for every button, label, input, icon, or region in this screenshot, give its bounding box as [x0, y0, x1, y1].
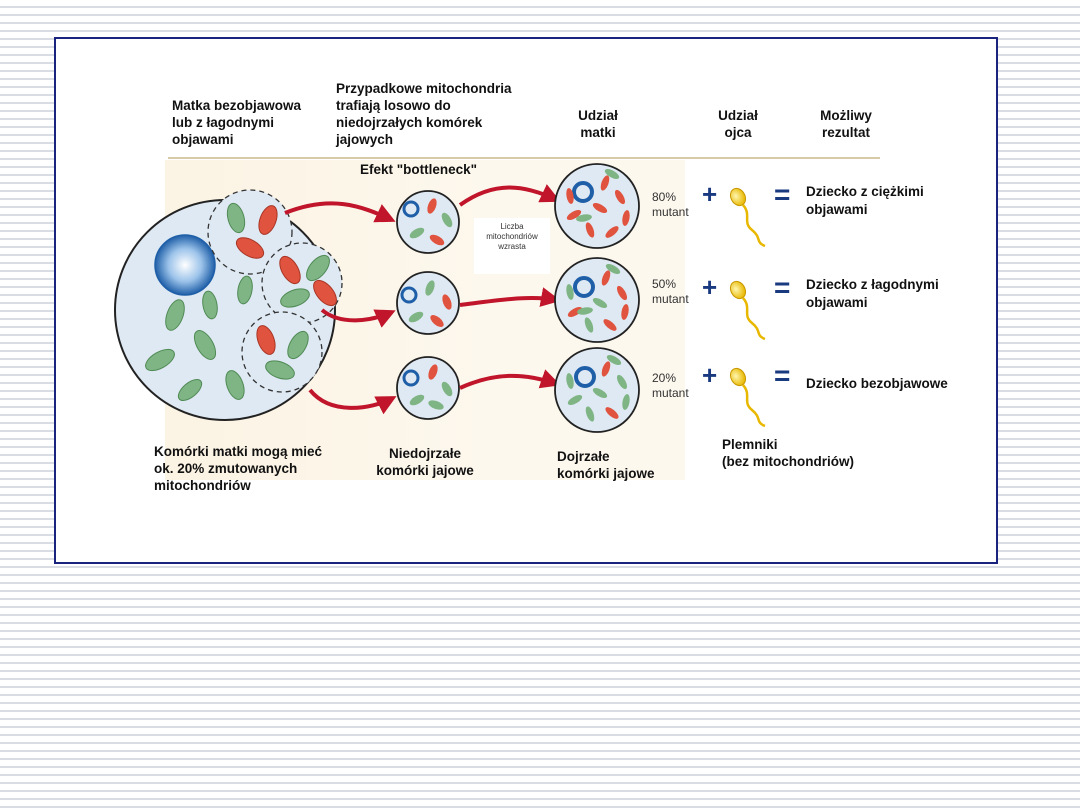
arrow-to-mature-1 [458, 184, 561, 207]
percent-row-1: 80% mutant [652, 190, 689, 219]
sperm-icon-3 [729, 367, 766, 428]
bottleneck-label: Efekt "bottleneck" [360, 162, 478, 177]
immature-egg-2 [396, 271, 460, 335]
footer-immature-eggs: Niedojrzałe komórki jajowe [376, 446, 474, 478]
header-random-mitochondria: Przypadkowe mitochondria trafiają losowo… [336, 81, 512, 147]
header-possible-result: Możliwy rezultat [820, 108, 872, 140]
immature-egg-1 [396, 190, 460, 254]
arrow-to-egg-1 [284, 201, 396, 223]
sperm-icon-2 [729, 280, 766, 341]
result-row-2: Dziecko z łagodnymi objawami [806, 277, 939, 310]
arrow-to-egg-3 [308, 388, 397, 415]
result-row-1: Dziecko z ciężkimi objawami [806, 184, 924, 217]
arrow-to-egg-2 [320, 308, 396, 328]
mature-egg-2 [554, 257, 640, 343]
equals-icon-1: = [774, 179, 791, 210]
count-note-box [474, 218, 550, 274]
header-mother: Matka bezobjawowa lub z łagodnymi objawa… [172, 98, 302, 147]
plus-icon-3: + [702, 360, 718, 390]
percent-row-2: 50% mutant [652, 277, 689, 306]
equals-icon-3: = [774, 360, 791, 391]
footer-sperm: Plemniki (bez mitochondriów) [722, 437, 854, 469]
mother-nucleus [154, 234, 216, 296]
mature-egg-3 [554, 347, 640, 433]
percent-row-3: 20% mutant [652, 371, 689, 400]
plus-icon-2: + [702, 272, 718, 302]
immature-egg-3 [396, 356, 460, 420]
mitochondria-count-note: Liczba mitochondriów wzrasta [486, 222, 538, 251]
result-row-3: Dziecko bezobjawowe [806, 376, 948, 391]
arrow-to-mature-3 [459, 369, 561, 390]
footer-mature-eggs: Dojrzałe komórki jajowe [557, 449, 655, 481]
arrow-to-mature-2 [459, 287, 561, 307]
plus-icon-1: + [702, 179, 718, 209]
equals-icon-2: = [774, 272, 791, 303]
footer-mother-cells: Komórki matki mogą mieć ok. 20% zmutowan… [154, 444, 323, 493]
header-maternal-share: Udział matki [578, 108, 618, 140]
sperm-icon-1 [729, 187, 766, 248]
mature-egg-1 [554, 163, 640, 249]
mother-cell [114, 189, 343, 421]
header-paternal-share: Udział ojca [718, 108, 758, 140]
